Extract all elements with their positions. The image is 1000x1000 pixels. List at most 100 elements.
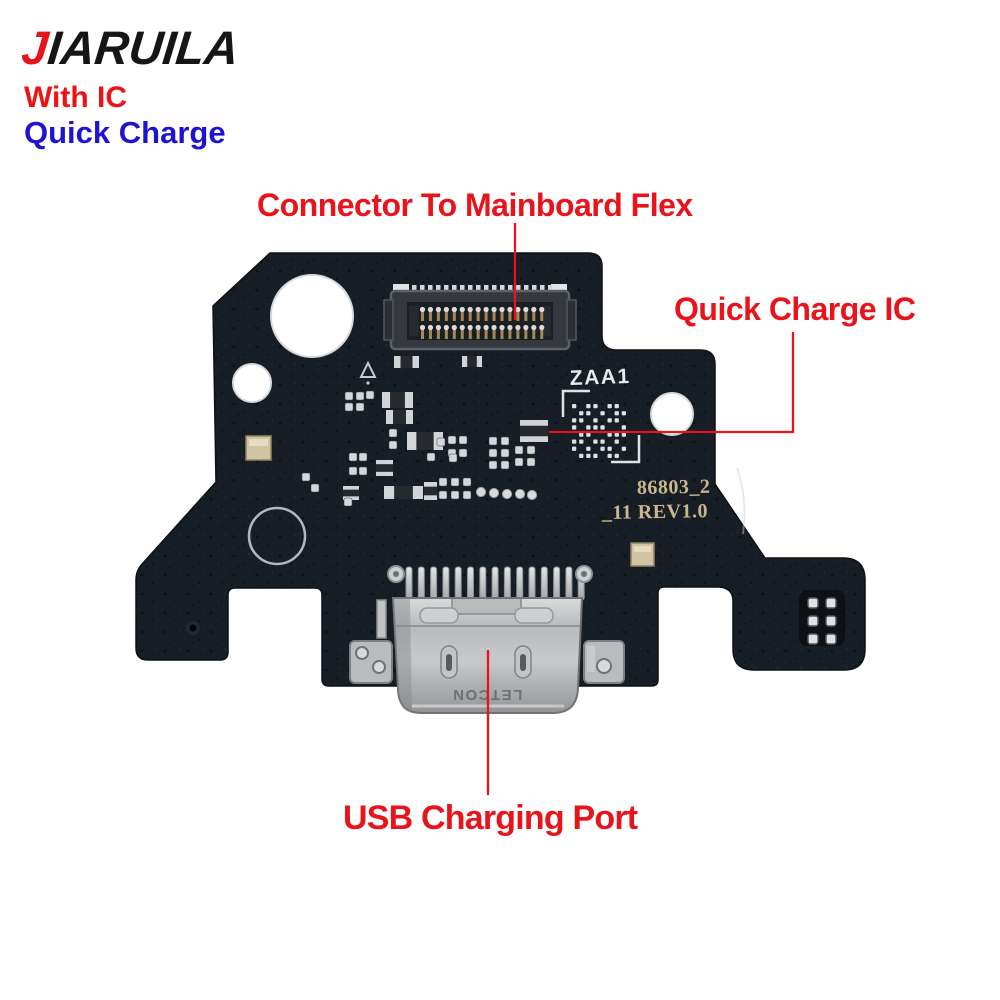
smd-pad xyxy=(348,452,358,462)
connector-pin-tip xyxy=(507,324,513,331)
smd-chip-end xyxy=(405,410,413,424)
usb-slot-left-hole xyxy=(446,654,452,671)
usb-pin xyxy=(454,566,462,601)
datamatrix-dot xyxy=(579,432,584,437)
connector-pins xyxy=(419,306,545,339)
connector-pin-tip xyxy=(443,324,449,331)
connector-pin xyxy=(436,326,440,339)
connector-pin-tip xyxy=(443,306,449,313)
connector-pin-tip xyxy=(451,324,457,331)
connector-pin xyxy=(476,308,480,321)
smd-chip-end xyxy=(424,482,437,487)
datamatrix-dot xyxy=(579,439,584,444)
tan-pad-right-shine xyxy=(634,546,651,552)
datamatrix-dot xyxy=(579,411,584,416)
datamatrix-dot xyxy=(614,418,619,423)
datamatrix-dot xyxy=(586,404,591,409)
connector-pin xyxy=(540,308,544,321)
datamatrix-dot xyxy=(572,418,577,423)
smd-chip-end xyxy=(376,460,393,465)
usb-pin xyxy=(467,566,474,601)
connector-pin-tip xyxy=(507,306,513,313)
datamatrix-dot xyxy=(614,411,619,416)
pcb-texture xyxy=(136,253,865,686)
connector-slot-right xyxy=(541,306,551,336)
silkscreen-serial1: 86803_2 xyxy=(637,476,711,499)
smd-pad xyxy=(500,448,510,458)
usb-pin xyxy=(553,566,561,601)
brand-logo: JIARUILA xyxy=(19,21,241,74)
connector-pin-tip xyxy=(491,324,497,331)
connector-contact xyxy=(428,285,433,293)
smd-chip-end xyxy=(407,432,417,450)
usb-tab-right xyxy=(583,640,625,684)
connector-pin xyxy=(500,308,504,321)
smd-pad xyxy=(358,466,368,476)
connector-pin-tip xyxy=(539,306,545,313)
tagline-quick-charge: Quick Charge xyxy=(24,115,226,150)
pcb-board: ZAA1 86803_2 _11 REV1.0 xyxy=(135,252,866,687)
smd-chip-end xyxy=(424,495,437,500)
connector-pin-tip xyxy=(539,324,545,331)
solder-pad xyxy=(825,597,837,609)
connector-pin-tip xyxy=(435,306,441,313)
smd-pad xyxy=(514,445,524,455)
smd-pad xyxy=(358,452,368,462)
connector-contact xyxy=(516,285,521,293)
smd-pad xyxy=(344,391,354,401)
smd-chip-end xyxy=(394,356,401,368)
connector-pin xyxy=(492,326,496,339)
smd-chip-end xyxy=(343,486,359,490)
connector-contact xyxy=(508,285,513,293)
connector-contact xyxy=(540,285,545,293)
smd-pads xyxy=(301,390,536,507)
mounting-hole-small xyxy=(232,363,272,403)
smd-pad xyxy=(365,390,375,400)
label-usb-charging-port: USB Charging Port xyxy=(343,799,638,837)
datamatrix-dot xyxy=(621,411,626,416)
connector-contact xyxy=(436,285,441,293)
connector-pin xyxy=(516,326,520,339)
datamatrix-code xyxy=(572,404,626,458)
solder-bead xyxy=(514,488,526,500)
usb-top-notch xyxy=(451,599,522,615)
datamatrix-dot xyxy=(607,453,612,458)
smd-pad xyxy=(500,460,510,470)
smd-pad xyxy=(438,477,448,487)
smd-chip-end xyxy=(384,486,395,499)
smd-pad xyxy=(348,466,358,476)
datamatrix-dot xyxy=(614,453,619,458)
connector-pin xyxy=(468,308,472,321)
usb-pin xyxy=(417,566,425,601)
connector-pin xyxy=(540,326,544,339)
smd-pad xyxy=(488,460,498,470)
datamatrix-dot xyxy=(572,439,577,444)
connector-pin xyxy=(452,308,456,321)
datamatrix-dot xyxy=(607,432,612,437)
datamatrix-bracket-br xyxy=(611,435,641,464)
smd-pad xyxy=(526,457,536,467)
usb-tab-left xyxy=(349,640,393,684)
usb-pin xyxy=(405,566,413,601)
connector-contact xyxy=(548,285,553,293)
solder-pad xyxy=(825,615,837,627)
triangle-marker-dot xyxy=(366,381,370,385)
smd-pad xyxy=(355,402,365,412)
label-connector-to-mainboard-flex: Connector To Mainboard Flex xyxy=(257,187,693,223)
smd-pad xyxy=(344,402,354,412)
leader-line-ic xyxy=(549,332,795,434)
solder-pad xyxy=(825,633,837,645)
datamatrix-dot xyxy=(579,418,584,423)
datamatrix-dot xyxy=(600,446,605,451)
connector-pin-tip xyxy=(499,324,505,331)
usb-dimple-left xyxy=(419,607,459,624)
usb-pin xyxy=(540,566,548,601)
connector-contact xyxy=(492,285,497,293)
connector-pin xyxy=(524,308,528,321)
datamatrix-dot xyxy=(572,404,577,409)
usb-pin-bracket-left xyxy=(387,565,405,583)
connector-pin xyxy=(508,308,512,321)
datamatrix-dot xyxy=(593,439,598,444)
connector-pin-tip xyxy=(483,324,489,331)
connector-pin xyxy=(428,308,432,321)
